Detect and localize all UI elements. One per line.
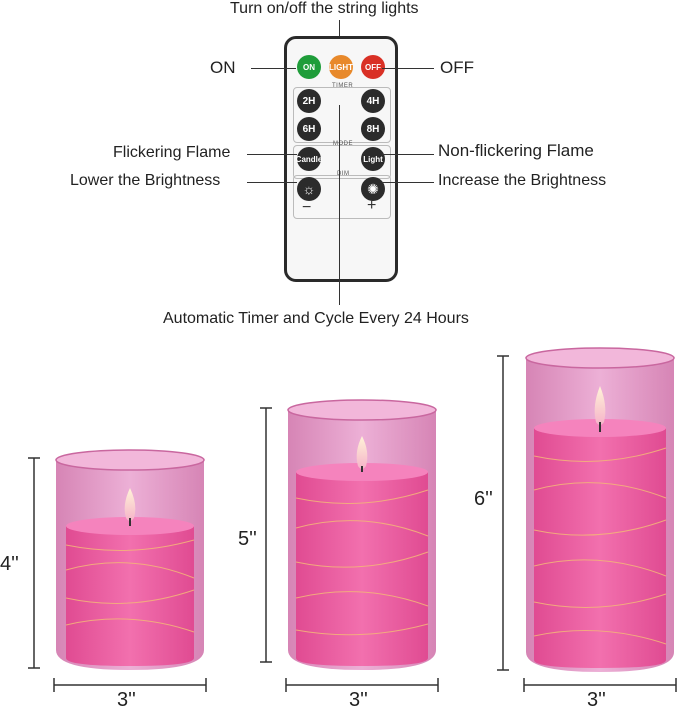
timer-label: TIMER xyxy=(332,83,354,89)
flickering-label: Flickering Flame xyxy=(113,144,231,161)
candle-6in xyxy=(525,347,675,672)
lower-leader xyxy=(247,182,297,183)
timer-cycle-leader xyxy=(339,105,340,305)
string-lights-label: Turn on/off the string lights xyxy=(230,0,419,17)
flickering-leader xyxy=(247,154,297,155)
dim-frame xyxy=(293,175,391,219)
candle-3-height: 6'' xyxy=(472,488,495,511)
sun-bright-icon: ✺ xyxy=(367,180,379,197)
mode-frame xyxy=(293,145,391,179)
timer-2h-button[interactable]: 2H xyxy=(297,89,321,113)
non-flickering-label: Non-flickering Flame xyxy=(438,141,594,160)
light-button[interactable]: LIGHT xyxy=(329,55,353,79)
lower-brightness-label: Lower the Brightness xyxy=(70,172,221,189)
mode-label: MODE xyxy=(333,141,353,147)
candle-mode-button[interactable]: Candle xyxy=(296,147,322,171)
timer-8h-button[interactable]: 8H xyxy=(361,117,385,141)
timer-frame xyxy=(293,87,391,143)
timer-cycle-label: Automatic Timer and Cycle Every 24 Hours xyxy=(163,310,469,327)
increase-leader xyxy=(382,182,434,183)
candle-1-height: 4'' xyxy=(0,553,21,576)
candle-1-width: 3'' xyxy=(117,689,136,711)
timer-6h-button[interactable]: 6H xyxy=(297,117,321,141)
sun-dim-icon: ☼ xyxy=(302,181,316,197)
off-leader xyxy=(382,68,434,69)
off-label: OFF xyxy=(440,58,474,77)
candle-2-width: 3'' xyxy=(349,689,368,711)
dim-label: DIM xyxy=(337,171,350,177)
minus-icon: − xyxy=(302,199,312,216)
candle-2-height: 5'' xyxy=(236,528,259,551)
on-leader xyxy=(251,68,296,69)
increase-brightness-label: Increase the Brightness xyxy=(438,172,607,189)
candle-3-width: 3'' xyxy=(587,689,606,711)
dimension-lines xyxy=(28,355,677,692)
remote-control: ON LIGHT OFF TIMER 2H 4H 6H 8H MODE Cand… xyxy=(284,36,398,282)
off-button[interactable]: OFF xyxy=(361,55,385,79)
non-flickering-leader xyxy=(382,154,434,155)
candle-4in xyxy=(55,449,205,670)
dim-up-button[interactable]: ✺ xyxy=(361,177,385,201)
on-label: ON xyxy=(210,58,236,77)
on-button[interactable]: ON xyxy=(297,55,321,79)
timer-4h-button[interactable]: 4H xyxy=(361,89,385,113)
light-mode-button[interactable]: Light xyxy=(361,147,385,171)
candle-5in xyxy=(287,399,437,670)
plus-icon: + xyxy=(367,197,377,214)
candles-illustration xyxy=(28,347,677,692)
dim-down-button[interactable]: ☼ xyxy=(297,177,321,201)
